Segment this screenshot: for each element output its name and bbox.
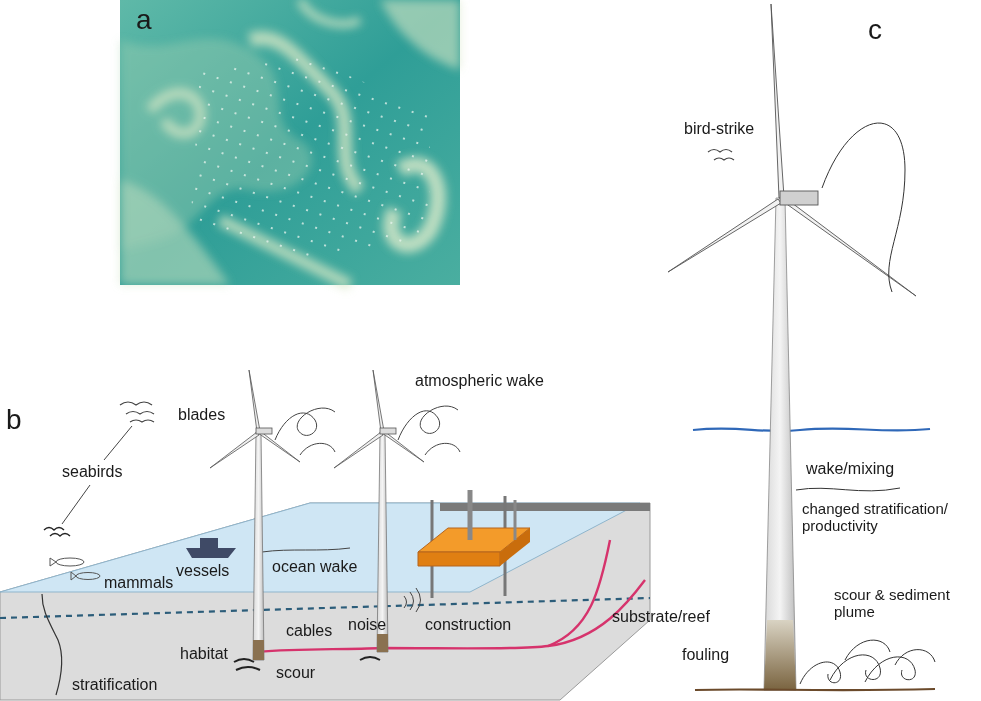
annotation-label: mammals <box>104 574 173 592</box>
panel-letter: a <box>136 4 152 36</box>
annotation-label: noise <box>348 616 386 634</box>
annotation-label: cables <box>286 622 332 640</box>
panel-letter: c <box>868 14 882 46</box>
annotation-label: stratification <box>72 676 157 694</box>
annotation-label: seabirds <box>62 463 122 481</box>
annotation-label: habitat <box>180 645 228 663</box>
annotation-label: construction <box>425 616 511 634</box>
annotation-label: vessels <box>176 562 229 580</box>
annotation-label: bird-strike <box>684 120 754 138</box>
annotation-label: fouling <box>682 646 729 664</box>
annotation-label: substrate/reef <box>612 608 710 626</box>
annotation-label: blades <box>178 406 225 424</box>
wind-farm-schematic <box>0 370 650 700</box>
annotation-label: ocean wake <box>272 558 357 576</box>
panel-letter: b <box>6 404 22 436</box>
annotation-label: wake/mixing <box>806 460 894 478</box>
satellite-image <box>120 0 460 285</box>
annotation-label: atmospheric wake <box>415 372 544 390</box>
annotation-label: scour & sediment plume <box>834 586 954 621</box>
annotation-label: changed stratification/ productivity <box>802 500 974 535</box>
annotation-label: scour <box>276 664 315 682</box>
